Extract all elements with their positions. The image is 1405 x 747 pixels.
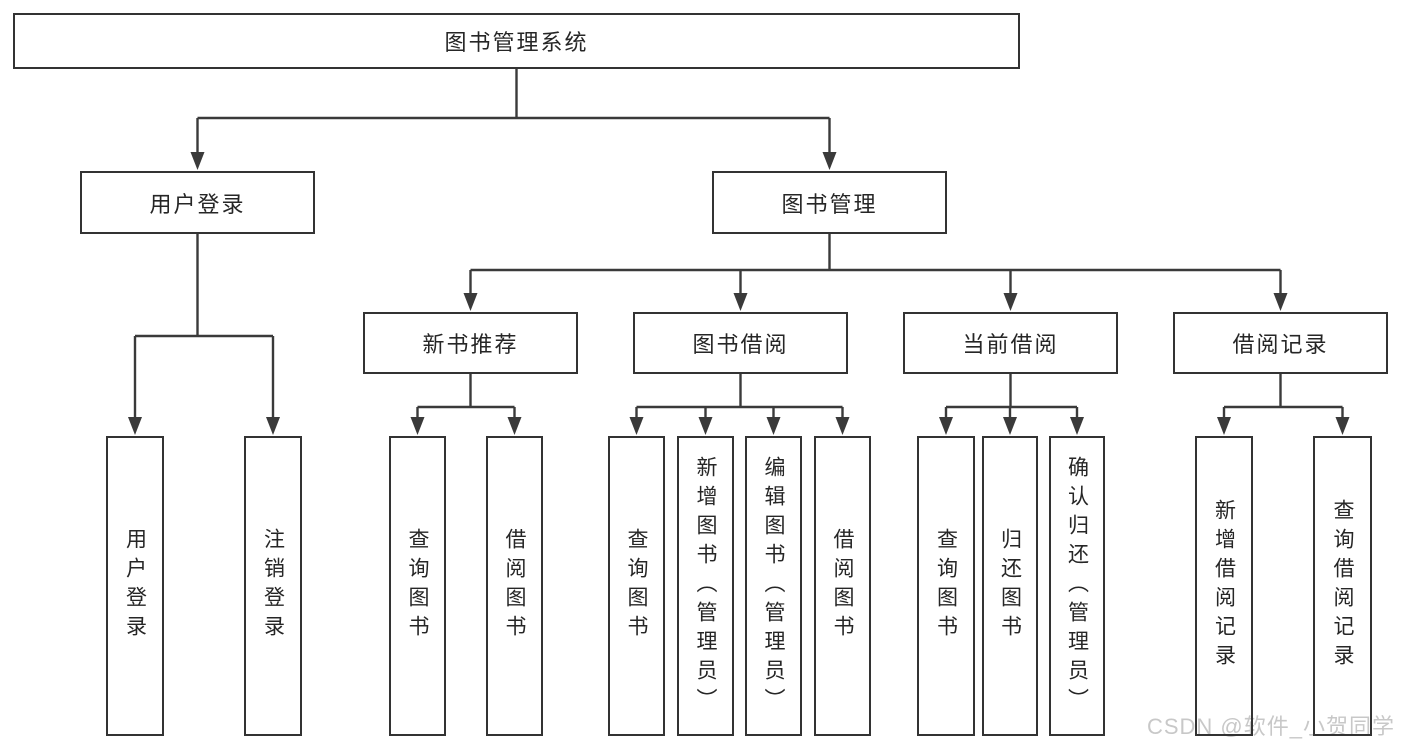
node-borrow-record: 借阅记录: [1173, 312, 1388, 374]
arrowhead-icon: [1273, 293, 1288, 311]
leaf-logout-label: 注销登录: [261, 528, 285, 644]
leaf-return-book: 归还图书: [982, 436, 1038, 736]
node-user-login: 用户登录: [80, 171, 315, 234]
leaf-edit-book-admin: 编辑图书（管理员）: [745, 436, 802, 736]
arrowhead-icon: [698, 417, 713, 435]
leaf-edit-book-admin-label: 编辑图书（管理员）: [762, 455, 785, 717]
arrowhead-icon: [190, 152, 205, 170]
node-book-borrow-label: 图书借阅: [692, 332, 789, 357]
arrowhead-icon: [733, 293, 748, 311]
arrowhead-icon: [410, 417, 425, 435]
arrowhead-icon: [835, 417, 850, 435]
node-borrow-record-label: 借阅记录: [1232, 332, 1329, 357]
leaf-query-book-1: 查询图书: [389, 436, 446, 736]
leaf-add-borrow-record: 新增借阅记录: [1195, 436, 1253, 736]
leaf-query-borrow-record-label: 查询借阅记录: [1331, 499, 1354, 673]
arrowhead-icon: [1335, 417, 1350, 435]
arrowhead-icon: [1003, 293, 1018, 311]
leaf-add-borrow-record-label: 新增借阅记录: [1212, 499, 1236, 673]
leaf-query-book-3: 查询图书: [917, 436, 975, 736]
leaf-borrow-book-1: 借阅图书: [486, 436, 543, 736]
node-book-borrow: 图书借阅: [633, 312, 848, 374]
leaf-borrow-book-2: 借阅图书: [814, 436, 871, 736]
arrowhead-icon: [939, 417, 953, 435]
leaf-query-book-3-label: 查询图书: [934, 528, 958, 644]
leaf-query-borrow-record: 查询借阅记录: [1313, 436, 1372, 736]
node-root: 图书管理系统: [13, 13, 1020, 69]
arrowhead-icon: [766, 417, 781, 435]
arrowhead-icon: [629, 417, 644, 435]
node-book-management: 图书管理: [712, 171, 947, 234]
leaf-query-book-2: 查询图书: [608, 436, 665, 736]
leaf-return-book-label: 归还图书: [998, 528, 1022, 644]
leaf-confirm-return-admin-label: 确认归还（管理员）: [1065, 455, 1089, 717]
arrowhead-icon: [822, 152, 837, 170]
leaf-query-book-2-label: 查询图书: [625, 528, 648, 644]
leaf-add-book-admin: 新增图书（管理员）: [677, 436, 734, 736]
arrowhead-icon: [1070, 417, 1084, 435]
node-current-borrow-label: 当前借阅: [962, 332, 1059, 357]
arrowhead-icon: [266, 417, 280, 435]
leaf-confirm-return-admin: 确认归还（管理员）: [1049, 436, 1105, 736]
arrowhead-icon: [128, 417, 142, 435]
node-user-login-label: 用户登录: [149, 191, 246, 217]
node-root-label: 图书管理系统: [444, 30, 589, 55]
leaf-add-book-admin-label: 新增图书（管理员）: [694, 455, 717, 717]
arrowhead-icon: [1217, 417, 1231, 435]
arrowhead-icon: [463, 293, 478, 311]
leaf-borrow-book-2-label: 借阅图书: [831, 528, 854, 644]
leaf-user-login-label: 用户登录: [123, 528, 147, 644]
leaf-user-login: 用户登录: [106, 436, 164, 736]
arrowhead-icon: [1003, 417, 1017, 435]
node-current-borrow: 当前借阅: [903, 312, 1118, 374]
node-book-management-label: 图书管理: [781, 191, 878, 217]
leaf-borrow-book-1-label: 借阅图书: [503, 528, 526, 644]
node-new-book-recommend: 新书推荐: [363, 312, 578, 374]
leaf-query-book-1-label: 查询图书: [406, 528, 429, 644]
leaf-logout: 注销登录: [244, 436, 302, 736]
arrowhead-icon: [507, 417, 522, 435]
node-new-book-recommend-label: 新书推荐: [422, 332, 519, 357]
